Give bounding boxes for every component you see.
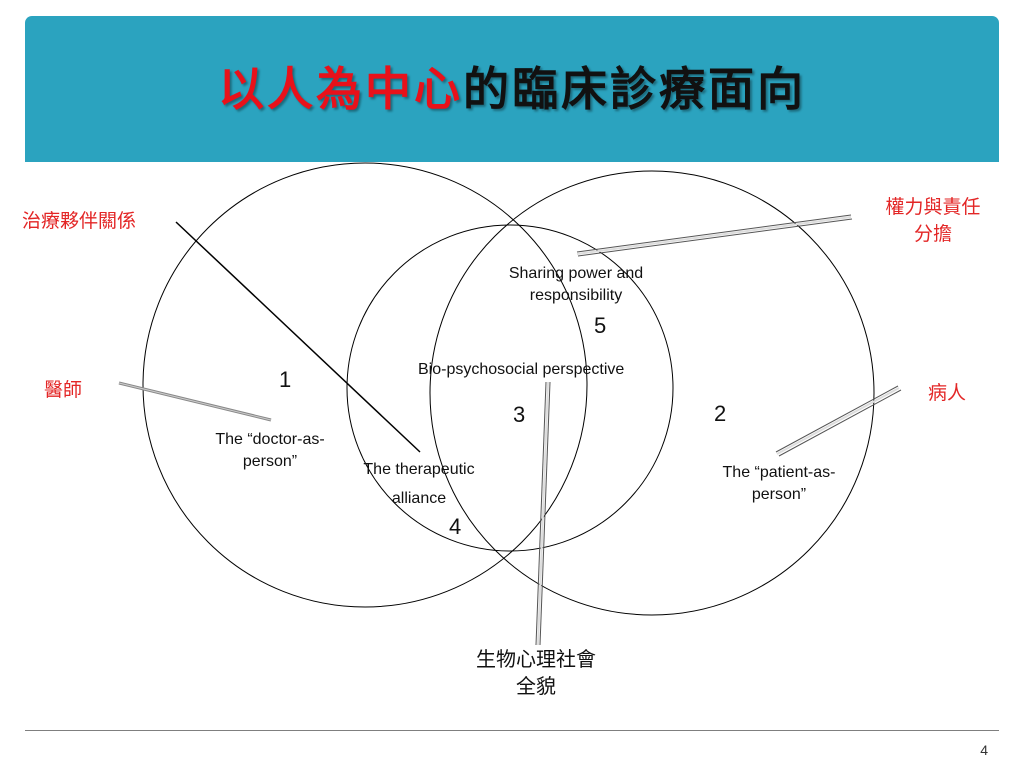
doctor-line2: person” xyxy=(242,453,298,470)
biopsy-connector-b xyxy=(539,381,551,646)
power-connector-b xyxy=(577,218,853,257)
doctor-line1: The “doctor-as- xyxy=(215,431,325,448)
region-number-3: 3 xyxy=(513,402,526,427)
patient-circle xyxy=(429,170,875,616)
biopsy-label-line2: 全貌 xyxy=(516,674,556,698)
patient-connector-a xyxy=(775,385,899,453)
patient-connector-b xyxy=(778,389,902,457)
biopsychosocial-label-zh: 生物心理社會 全貌 xyxy=(456,646,616,700)
power-responsibility-label-zh: 權力與責任 分擔 xyxy=(865,192,1001,246)
patient-line2: person” xyxy=(751,486,807,503)
therapeutic-alliance-label-zh: 治療夥伴關係 xyxy=(22,210,137,232)
title-highlight: 以人為中心 xyxy=(218,62,463,116)
region-number-2: 2 xyxy=(714,401,727,426)
patient-line1: The “patient-as- xyxy=(722,464,836,481)
sharing-power-label: Sharing power and responsibility xyxy=(476,263,676,307)
title-bar: 以人為中心的臨床診療面向 xyxy=(25,16,999,162)
biopsychosocial-label: Bio-psychosocial perspective xyxy=(418,361,625,378)
biopsychosocial-circle xyxy=(346,224,674,552)
region-number-5: 5 xyxy=(594,313,607,338)
doctor-label-zh: 醫師 xyxy=(44,379,83,401)
alliance-connector xyxy=(175,221,421,453)
patient-label-zh: 病人 xyxy=(928,382,967,404)
sharing-line2: responsibility xyxy=(529,287,623,304)
doctor-as-person-label: The “doctor-as- person” xyxy=(196,429,344,473)
region-number-4: 4 xyxy=(449,514,462,539)
alliance-line1: The therapeutic xyxy=(363,461,475,478)
biopsy-connector-a xyxy=(535,381,547,646)
region-number-1: 1 xyxy=(279,367,292,392)
sharing-line1: Sharing power and xyxy=(508,265,644,282)
slide-title: 以人為中心的臨床診療面向 xyxy=(218,53,806,119)
power-label-line1: 權力與責任 xyxy=(885,196,981,218)
therapeutic-alliance-label: The therapeutic alliance xyxy=(344,455,494,513)
title-rest: 的臨床診療面向 xyxy=(463,62,806,116)
footer-divider xyxy=(25,730,999,731)
power-label-line2: 分擔 xyxy=(913,223,952,245)
alliance-line2: alliance xyxy=(391,490,447,507)
doctor-circle xyxy=(142,162,588,608)
page-number: 4 xyxy=(980,742,988,758)
patient-as-person-label: The “patient-as- person” xyxy=(700,462,858,506)
power-connector-a xyxy=(576,214,852,253)
biopsy-label-line1: 生物心理社會 xyxy=(476,647,596,671)
